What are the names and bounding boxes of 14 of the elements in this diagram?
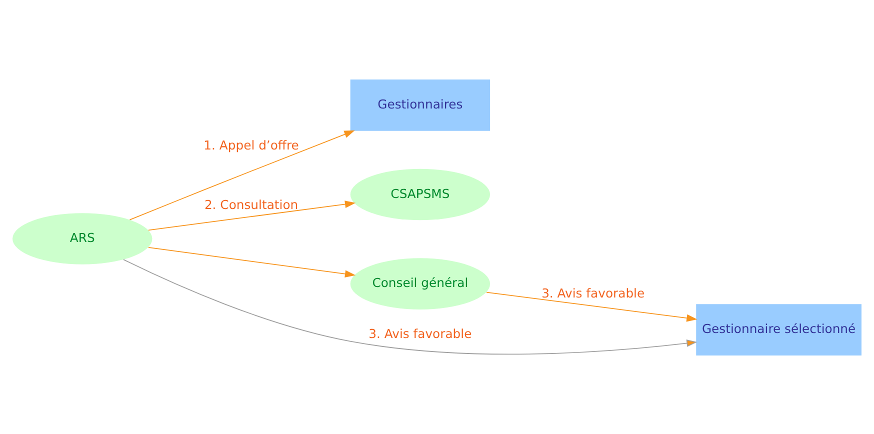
arrow <box>129 130 355 220</box>
edge-label: 2. Consultation <box>204 197 298 212</box>
arrow <box>148 246 356 278</box>
node-ellipse: Conseil général <box>350 258 490 309</box>
edge-label: 3. Avis favorable <box>542 286 645 300</box>
node-ellipse: ARS <box>12 212 152 264</box>
arrow <box>123 258 698 354</box>
edge-label: 1. Appel d’offre <box>204 138 299 152</box>
edge-label: 3. Avis favorable <box>368 326 472 340</box>
arrow <box>148 200 356 230</box>
arrow <box>486 291 698 322</box>
node-box: Gestionnaires <box>350 79 490 130</box>
node-box: Gestionnaire sélectionné <box>696 304 862 355</box>
node-ellipse: CSAPSMS <box>350 168 490 220</box>
